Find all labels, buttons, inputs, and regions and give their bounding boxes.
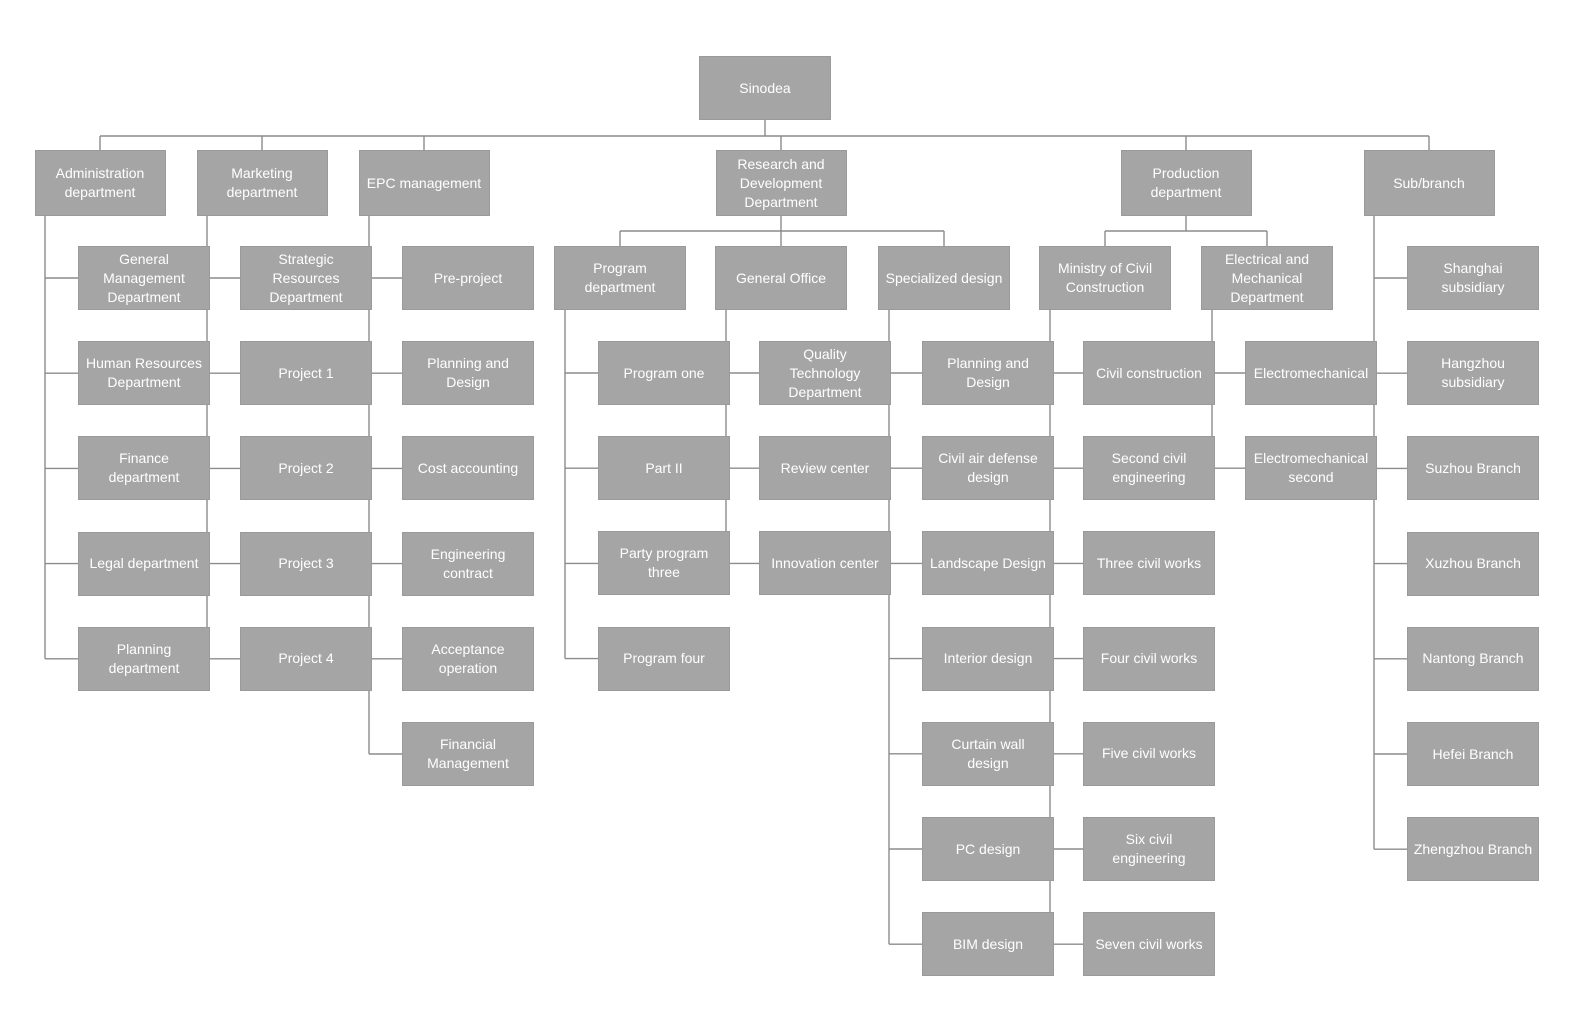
unit-node-mkt-1[interactable]: Strategic Resources Department [240,246,372,310]
unit-node-spec-4[interactable]: Interior design [922,626,1054,691]
unit-node-elec-1[interactable]: Electromechanical [1245,341,1377,405]
unit-node-civil-7[interactable]: Seven civil works [1083,912,1215,977]
dept-node-epc[interactable]: EPC management [358,150,490,216]
unit-node-mkt-2[interactable]: Project 1 [240,341,372,406]
unit-node-br-4[interactable]: Xuzhou Branch [1407,531,1539,596]
group-node-rnd-office[interactable]: General Office [715,246,847,310]
unit-node-spec-5[interactable]: Curtain wall design [922,721,1054,786]
unit-node-epc-5[interactable]: Acceptance operation [402,626,534,691]
unit-node-mkt-3[interactable]: Project 2 [240,436,372,501]
unit-node-epc-2[interactable]: Planning and Design [402,341,534,406]
unit-node-br-5[interactable]: Nantong Branch [1407,626,1539,691]
unit-node-admin-3[interactable]: Finance department [78,436,210,501]
unit-node-mkt-5[interactable]: Project 4 [240,626,372,691]
unit-node-office-3[interactable]: Innovation center [759,531,891,596]
unit-node-elec-2[interactable]: Electromechanical second [1245,436,1377,501]
unit-node-office-1[interactable]: Quality Technology Department [759,341,891,405]
dept-node-marketing[interactable]: Marketing department [196,150,328,216]
unit-node-admin-4[interactable]: Legal department [78,531,210,596]
unit-node-prog-2[interactable]: Part II [598,436,730,501]
dept-node-rnd[interactable]: Research and Development Department [715,150,847,216]
unit-node-spec-2[interactable]: Civil air defense design [922,436,1054,501]
group-node-prod-civil[interactable]: Ministry of Civil Construction [1039,246,1171,310]
unit-node-spec-6[interactable]: PC design [922,817,1054,881]
group-node-rnd-special[interactable]: Specialized design [878,246,1010,310]
org-root-node[interactable]: Sinodea [699,56,831,120]
unit-node-admin-2[interactable]: Human Resources Department [78,341,210,406]
unit-node-br-7[interactable]: Zhengzhou Branch [1407,817,1539,882]
unit-node-admin-1[interactable]: General Management Department [78,246,210,310]
unit-node-epc-4[interactable]: Engineering contract [402,531,534,596]
unit-node-civil-1[interactable]: Civil construction [1083,341,1215,405]
unit-node-spec-7[interactable]: BIM design [922,912,1054,977]
unit-node-mkt-4[interactable]: Project 3 [240,531,372,596]
unit-node-civil-6[interactable]: Six civil engineering [1083,817,1215,881]
unit-node-civil-5[interactable]: Five civil works [1083,721,1215,786]
unit-node-office-2[interactable]: Review center [759,436,891,501]
unit-node-br-3[interactable]: Suzhou Branch [1407,436,1539,501]
dept-node-admin[interactable]: Administration department [34,150,166,216]
unit-node-civil-3[interactable]: Three civil works [1083,531,1215,596]
unit-node-civil-4[interactable]: Four civil works [1083,626,1215,691]
unit-node-prog-4[interactable]: Program four [598,626,730,691]
unit-node-epc-1[interactable]: Pre-project [402,246,534,310]
group-node-rnd-program[interactable]: Program department [554,246,686,310]
unit-node-prog-3[interactable]: Party program three [598,531,730,596]
unit-node-br-1[interactable]: Shanghai subsidiary [1407,246,1539,310]
unit-node-br-6[interactable]: Hefei Branch [1407,722,1539,786]
unit-node-epc-6[interactable]: Financial Management [402,722,534,786]
dept-node-production[interactable]: Production department [1120,150,1252,216]
unit-node-epc-3[interactable]: Cost accounting [402,436,534,501]
unit-node-spec-1[interactable]: Planning and Design [922,341,1054,405]
unit-node-civil-2[interactable]: Second civil engineering [1083,436,1215,501]
unit-node-spec-3[interactable]: Landscape Design [922,531,1054,596]
unit-node-admin-5[interactable]: Planning department [78,626,210,691]
unit-node-prog-1[interactable]: Program one [598,341,730,405]
group-node-prod-elec[interactable]: Electrical and Mechanical Department [1201,246,1333,310]
dept-node-branch[interactable]: Sub/branch [1363,150,1495,216]
unit-node-br-2[interactable]: Hangzhou subsidiary [1407,341,1539,406]
